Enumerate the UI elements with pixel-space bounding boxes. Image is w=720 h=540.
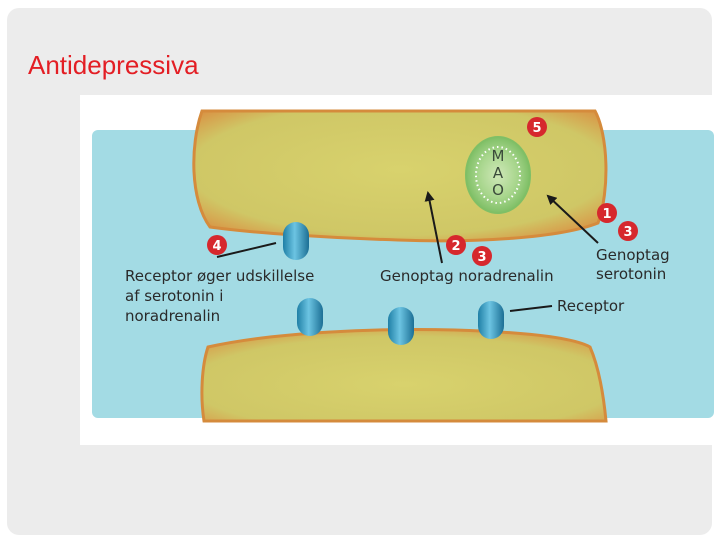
- presynaptic-receptor: [283, 222, 309, 260]
- arrow-noradrenalin-reuptake: [424, 191, 443, 264]
- label-receptor-release-line1: Receptor øger udskillelse: [125, 267, 314, 285]
- mao-vesicle: M A O: [465, 136, 531, 214]
- label-reuptake-serotonin-line1: Genoptag: [596, 246, 670, 264]
- svg-text:3: 3: [623, 225, 632, 240]
- svg-text:4: 4: [212, 239, 221, 254]
- arrow-serotonin-reuptake: [546, 194, 599, 244]
- svg-text:3: 3: [477, 250, 486, 265]
- svg-text:5: 5: [532, 121, 541, 136]
- mao-letter-a: A: [493, 164, 504, 182]
- label-reuptake-noradrenalin: Genoptag noradrenalin: [380, 267, 554, 285]
- postsynaptic-receptor-1: [297, 298, 323, 336]
- synapse-diagram: M A O 5 1 3 4 2 3 Receptor øger udskille…: [80, 95, 714, 445]
- postsynaptic-neuron: [200, 328, 608, 423]
- postsynaptic-receptor-2: [388, 307, 414, 345]
- label-receptor-release-line2: af serotonin i: [125, 287, 223, 305]
- label-reuptake-serotonin-line2: serotonin: [596, 265, 666, 283]
- postsynaptic-receptor-3: [478, 301, 504, 339]
- line-to-presynaptic-receptor: [216, 242, 277, 258]
- label-receptor-release-line3: noradrenalin: [125, 307, 220, 325]
- badge-5: 5: [527, 117, 547, 137]
- badge-4: 4: [207, 235, 227, 255]
- mao-letter-m: M: [492, 147, 505, 165]
- badge-1: 1: [597, 203, 617, 223]
- line-to-receptor: [509, 305, 553, 312]
- svg-text:2: 2: [451, 239, 460, 254]
- badge-3-right: 3: [618, 221, 638, 241]
- svg-text:1: 1: [602, 207, 611, 222]
- mao-letter-o: O: [492, 181, 504, 199]
- badge-3-center: 3: [472, 246, 492, 266]
- badge-2: 2: [446, 235, 466, 255]
- label-receptor: Receptor: [557, 297, 625, 315]
- slide-title: Antidepressiva: [28, 50, 199, 80]
